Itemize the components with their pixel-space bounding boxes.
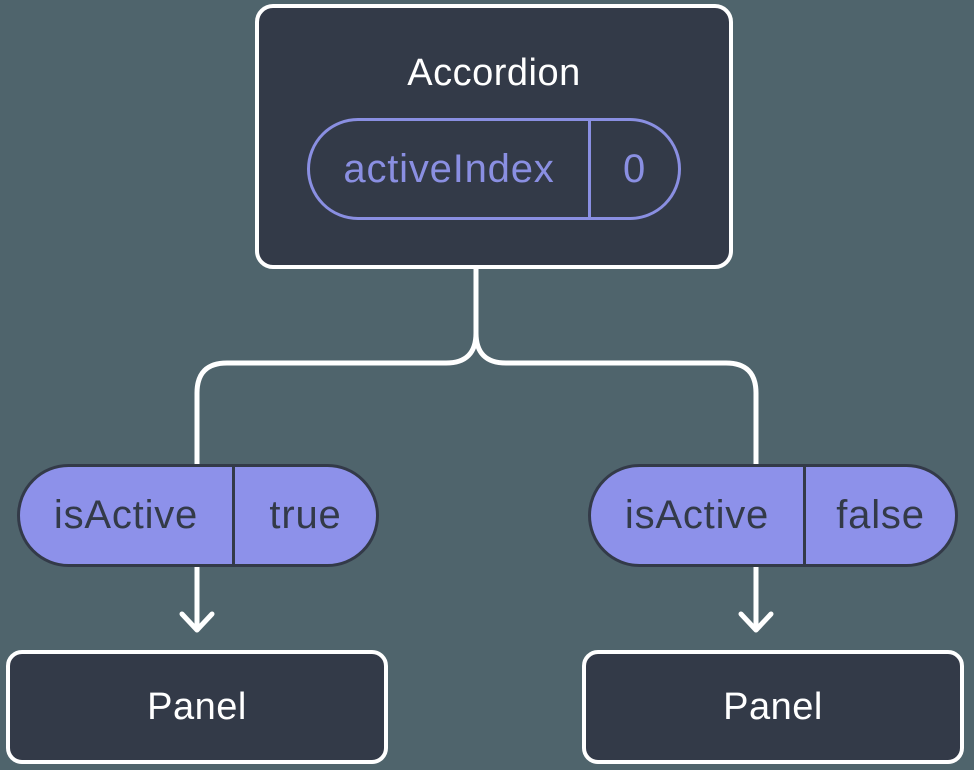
component-node-panel-left: Panel [6, 650, 388, 764]
prop-name-label-left: isActive [53, 493, 199, 537]
panel-node-title-left: Panel [147, 686, 247, 728]
arrow-down-right-icon [738, 563, 774, 633]
prop-pill-right: isActive false [588, 464, 958, 567]
branch-right-path [473, 264, 759, 469]
component-node-panel-right: Panel [582, 650, 964, 764]
state-pill: activeIndex 0 [307, 118, 681, 220]
accordion-node-title: Accordion [407, 52, 581, 94]
prop-name-label-right: isActive [624, 493, 770, 537]
panel-node-title-right: Panel [723, 686, 823, 728]
prop-value-label-right: false [803, 467, 955, 564]
state-value-label: 0 [588, 121, 678, 217]
arrow-down-left-icon [179, 563, 215, 633]
state-name-label: activeIndex [343, 146, 555, 191]
branch-left-path [194, 264, 479, 469]
prop-value-label-left: true [232, 467, 376, 564]
prop-pill-left: isActive true [17, 464, 379, 567]
